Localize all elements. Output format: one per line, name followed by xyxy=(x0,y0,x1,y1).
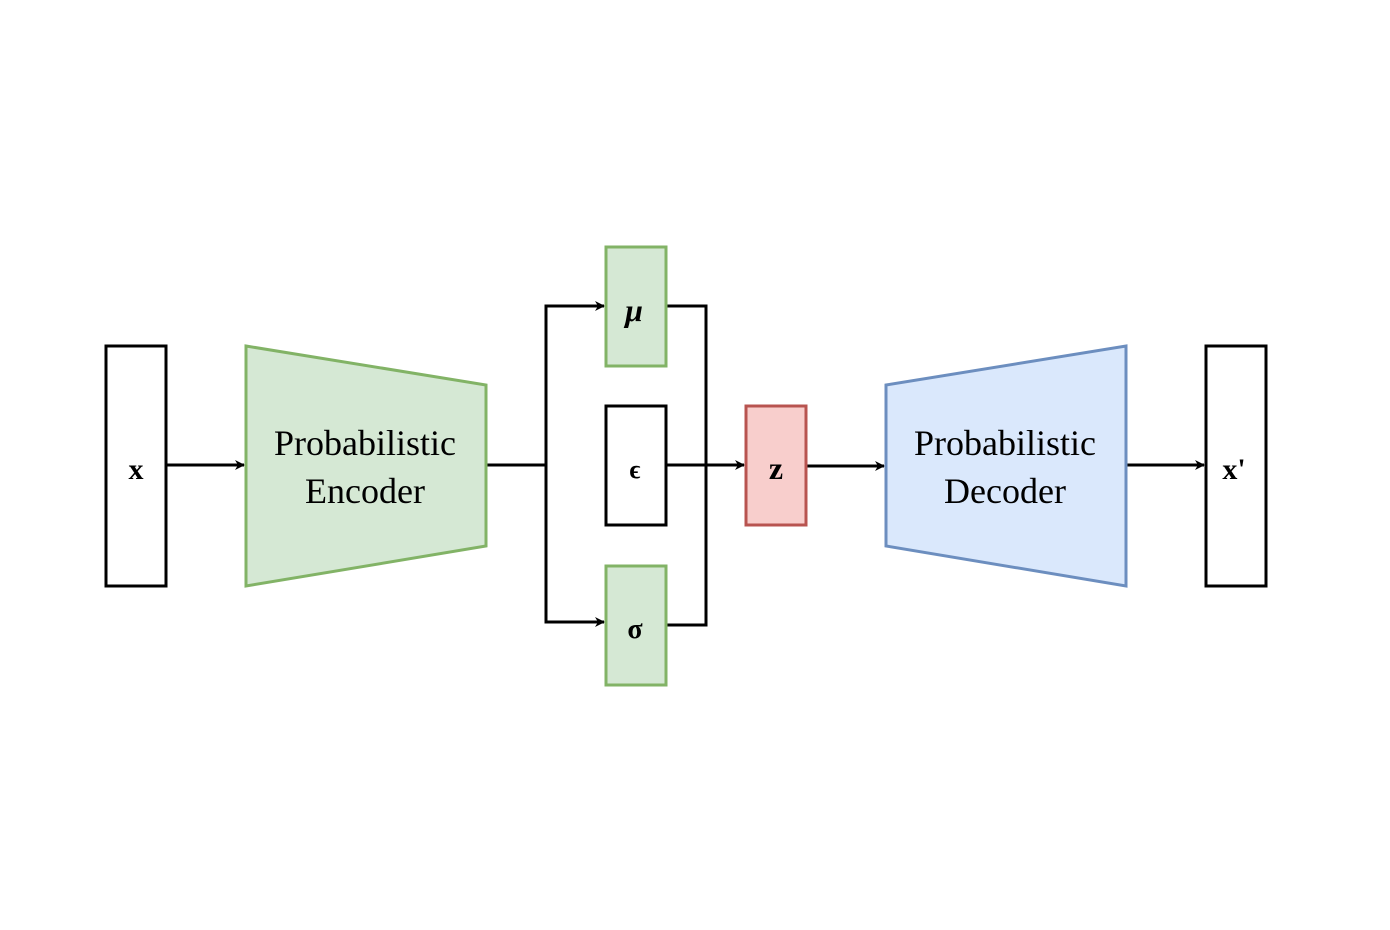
z-box xyxy=(744,404,808,527)
line-sigma-to-merge xyxy=(666,465,708,627)
node-mu: μ xyxy=(604,245,668,368)
node-encoder: Probabilistic Encoder xyxy=(244,344,488,588)
connectors xyxy=(166,301,1205,627)
node-z: z xyxy=(744,404,808,527)
arrow-split-to-sigma xyxy=(544,465,605,627)
x-box xyxy=(104,344,168,588)
node-decoder: Probabilistic Decoder xyxy=(884,344,1128,588)
sigma-box xyxy=(604,564,668,687)
node-x-prime: x' xyxy=(1204,344,1268,588)
arrow-split-to-mu xyxy=(544,301,605,465)
node-epsilon: ϵ xyxy=(604,404,668,527)
decoder-label-line1: Probabilistic xyxy=(914,423,1096,463)
z-label: z xyxy=(769,450,783,486)
encoder-label-line1: Probabilistic xyxy=(274,423,456,463)
encoder-label-line2: Encoder xyxy=(305,471,425,511)
sigma-label: σ xyxy=(627,614,643,645)
mu-label: μ xyxy=(623,292,643,328)
encoder-shape xyxy=(244,344,488,588)
x-prime-box xyxy=(1204,344,1268,588)
node-sigma: σ xyxy=(604,564,668,687)
node-x: x xyxy=(104,344,168,588)
x-label: x xyxy=(129,453,144,486)
line-mu-to-merge xyxy=(666,304,708,465)
epsilon-label: ϵ xyxy=(630,455,641,484)
decoder-shape xyxy=(884,344,1128,588)
epsilon-box xyxy=(604,404,668,527)
mu-box xyxy=(604,245,668,368)
decoder-label-line2: Decoder xyxy=(944,471,1066,511)
x-prime-label: x' xyxy=(1222,453,1245,486)
